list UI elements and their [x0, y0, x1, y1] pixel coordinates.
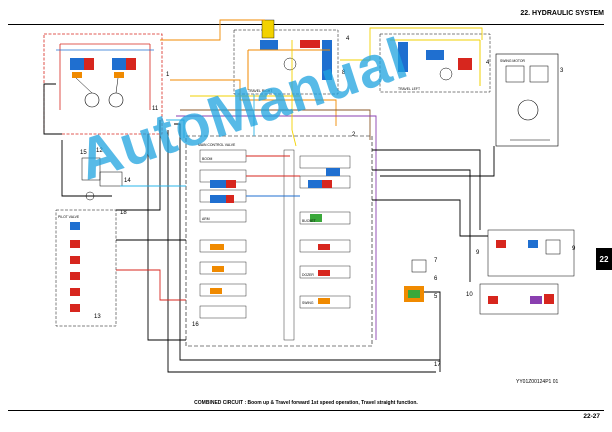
page-number: 22-27: [583, 413, 600, 420]
hydraulic-lines: [43, 19, 495, 373]
callout: 16: [192, 322, 199, 328]
travel-motor-right: [233, 19, 339, 95]
label-dozer: DOZER: [302, 273, 314, 277]
callout: 7: [434, 258, 438, 264]
chapter-tab: 22: [596, 248, 612, 270]
callout: 17: [434, 362, 441, 368]
right-control-valves: [479, 229, 575, 315]
label-swing: SWING: [302, 301, 314, 305]
callout: 18: [120, 210, 127, 216]
swing-motor-block: [495, 53, 559, 147]
callout-numbers: 1 2 3 4 4 5 6 7 8 9 9 10 11 12 13 14 15 …: [80, 36, 576, 368]
figure-id: YY01Z00124P1 01: [516, 379, 559, 385]
callout: 13: [94, 314, 101, 320]
callout: 3: [560, 68, 564, 74]
label-swing-motor: SWING MOTOR: [500, 59, 526, 63]
callout: 9: [572, 246, 576, 252]
label-main-control-valve: MAIN CONTROL VALVE: [198, 143, 236, 147]
main-control-valve: [185, 135, 373, 347]
label-bucket: BUCKET: [302, 219, 316, 223]
callout: 14: [124, 178, 131, 184]
label-travel-left: TRAVEL LEFT: [398, 87, 420, 91]
solenoid-block: [404, 259, 427, 302]
callout: 5: [434, 294, 438, 300]
footer-divider: [8, 410, 604, 411]
callout: 10: [466, 292, 473, 298]
callout: 8: [342, 70, 346, 76]
callout: 15: [80, 150, 87, 156]
callout: 6: [434, 276, 438, 282]
label-arm: ARM: [202, 217, 210, 221]
callout: 2: [352, 132, 356, 138]
callout: 9: [476, 250, 480, 256]
pump-unit: [43, 33, 163, 135]
hydraulic-circuit-diagram: TRAVEL RIGHT TRAVEL LEFT SWING MOTOR MAI…: [43, 19, 576, 373]
pilot-valve-left: [55, 209, 117, 327]
callout: 4: [486, 60, 490, 66]
callout: 1: [166, 72, 170, 78]
travel-motor-left: [379, 33, 491, 93]
figure-caption: COMBINED CIRCUIT : Boom up & Travel forw…: [194, 400, 418, 406]
label-boom: BOOM: [202, 157, 213, 161]
component-labels: TRAVEL RIGHT TRAVEL LEFT SWING MOTOR MAI…: [58, 59, 526, 305]
label-travel-right: TRAVEL RIGHT: [248, 89, 272, 93]
section-title: 22. HYDRAULIC SYSTEM: [520, 10, 604, 17]
label-pilot-valve: PILOT VALVE: [58, 215, 80, 219]
callout: 12: [96, 148, 103, 154]
callout: 4: [346, 36, 350, 42]
callout: 11: [152, 106, 159, 112]
page-header: 22. HYDRAULIC SYSTEM: [8, 10, 604, 25]
